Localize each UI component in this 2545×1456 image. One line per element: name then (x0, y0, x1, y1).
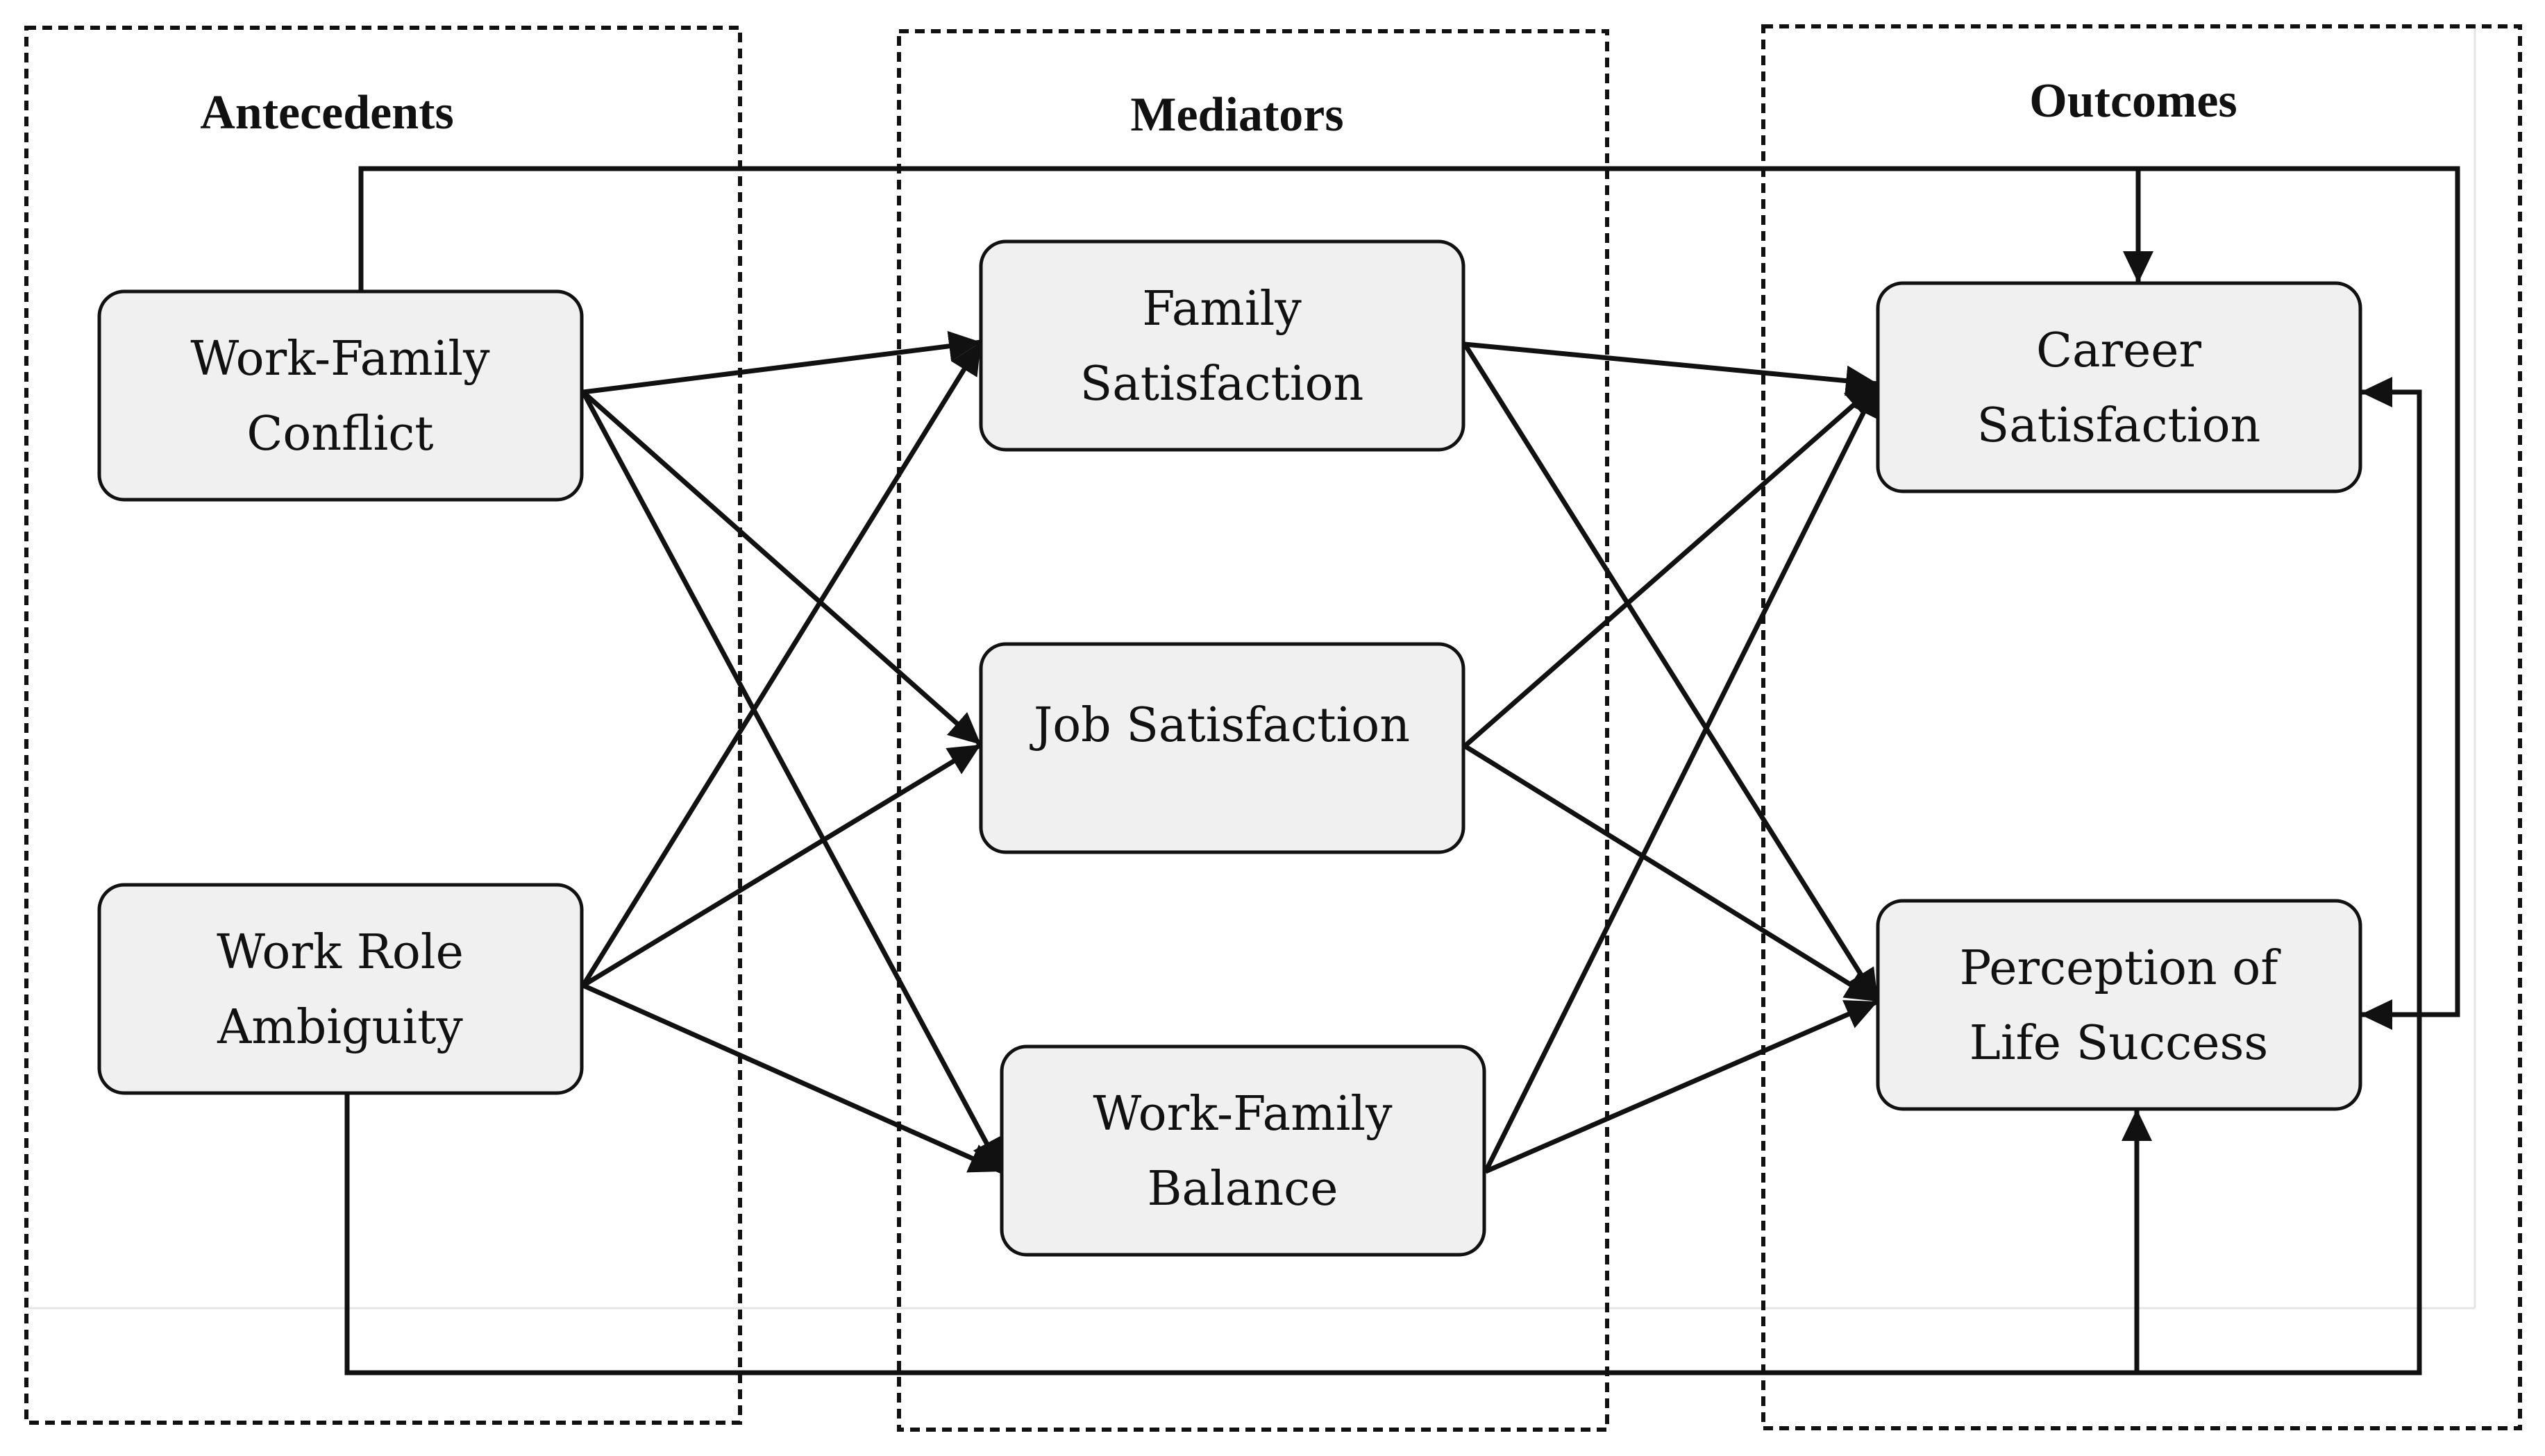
group-mediators: Mediators (897, 29, 1609, 1432)
node-label-line: Work Role (217, 925, 464, 980)
edge-wfc-to-wfb (580, 391, 1005, 1173)
node-box-work-family-balance (1000, 1044, 1486, 1257)
node-label-line: Life Success (1969, 1016, 2269, 1071)
edge-wra-to-fs (581, 341, 983, 987)
group-frame-mediators (897, 29, 1609, 1432)
node-label-line: Satisfaction (1977, 398, 2261, 453)
node-label-line: Work-Family (190, 332, 490, 387)
node-work-family-conflict: Work-Family Conflict (97, 289, 584, 502)
node-job-satisfaction: Job Satisfaction (979, 642, 1465, 854)
group-frame-outcomes (1761, 24, 2522, 1430)
node-box-career-satisfaction (1876, 281, 2362, 493)
node-label-line: Family (1142, 282, 1302, 337)
group-title-outcomes: Outcomes (2029, 74, 2237, 128)
node-box-work-role-ambiguity (97, 883, 584, 1095)
node-label-line: Perception of (1960, 941, 2282, 996)
edge-fs-to-pls (1463, 343, 1880, 1003)
node-work-family-balance: Work-Family Balance (1000, 1044, 1486, 1257)
edge-wra-to-wfb (582, 983, 1003, 1174)
node-label-line: Ambiguity (217, 1000, 463, 1055)
edge-wfc-to-pls (2138, 166, 2460, 1030)
node-family-satisfaction: Family Satisfaction (979, 239, 1465, 452)
node-box-work-family-conflict (97, 289, 584, 502)
node-label-line: Career (2036, 323, 2202, 378)
group-title-antecedents: Antecedents (200, 86, 453, 139)
edges-layer (344, 166, 2460, 1375)
edge-js-to-pls (1463, 744, 1879, 1004)
node-label-line: Job Satisfaction (1030, 698, 1410, 753)
node-label-line: Work-Family (1093, 1087, 1393, 1142)
group-outcomes: Outcomes (1761, 24, 2522, 1430)
node-label-line: Satisfaction (1080, 357, 1364, 412)
node-work-role-ambiguity: Work Role Ambiguity (97, 883, 584, 1095)
node-box-family-satisfaction (979, 239, 1465, 452)
edge-wra-to-pls (344, 1093, 2152, 1375)
edge-js-to-cs (1463, 382, 1880, 748)
edge-wra-to-cs (2137, 377, 2422, 1375)
edge-wfc-to-js (581, 390, 983, 747)
edge-wfb-to-cs (1483, 382, 1881, 1173)
group-title-mediators: Mediators (1130, 88, 1343, 142)
edge-wfc-to-fs (582, 330, 982, 395)
edge-wra-to-js (582, 743, 982, 988)
edge-wfc-to-cs (358, 166, 2153, 291)
node-box-perception-of-life-success (1876, 899, 2362, 1111)
node-box-job-satisfaction (979, 642, 1465, 854)
edge-fs-to-cs (1464, 341, 1879, 396)
node-label-line: Balance (1148, 1162, 1338, 1217)
node-career-satisfaction: Career Satisfaction (1876, 281, 2362, 493)
node-perception-of-life-success: Perception of Life Success (1876, 899, 2362, 1111)
group-frame-antecedents (24, 26, 742, 1425)
group-antecedents: Antecedents (24, 26, 742, 1425)
edge-wfb-to-pls (1484, 999, 1879, 1174)
node-label-line: Conflict (246, 407, 433, 462)
